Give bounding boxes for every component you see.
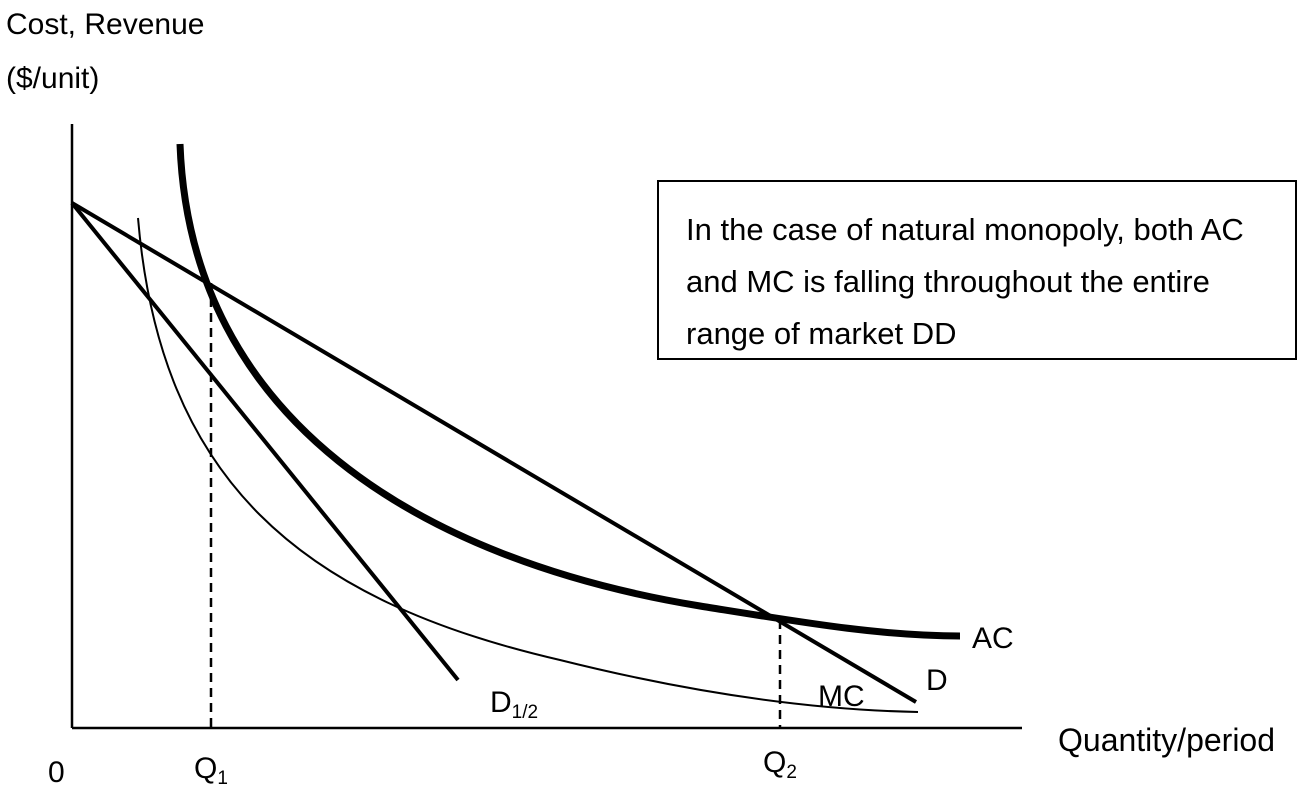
dhalf-label: D1/2 <box>490 686 538 724</box>
origin-label: 0 <box>48 756 65 789</box>
q1-label-sub: 1 <box>217 768 228 789</box>
q1-label-base: Q <box>194 752 218 785</box>
dhalf-label-sub: 1/2 <box>511 702 539 723</box>
q1-label: Q1 <box>194 752 228 790</box>
y-axis-label-line-1: Cost, Revenue <box>6 8 205 41</box>
q2-label-sub: 2 <box>786 762 797 783</box>
ac-curve <box>176 143 961 640</box>
dhalf-label-base: D <box>490 686 512 719</box>
annotation-box: In the case of natural monopoly, both AC… <box>657 180 1297 360</box>
ac-label: AC <box>972 622 1014 655</box>
q2-label-base: Q <box>763 746 787 779</box>
annotation-text: In the case of natural monopoly, both AC… <box>686 212 1244 351</box>
mc-curve <box>137 217 919 713</box>
q2-label: Q2 <box>763 746 797 784</box>
mc-label: MC <box>818 680 865 713</box>
d-label: D <box>926 664 948 697</box>
x-axis-label: Quantity/period <box>1058 722 1276 758</box>
demand-curve-half <box>70 201 460 682</box>
y-axis-label-line-2: ($/unit) <box>6 62 100 95</box>
